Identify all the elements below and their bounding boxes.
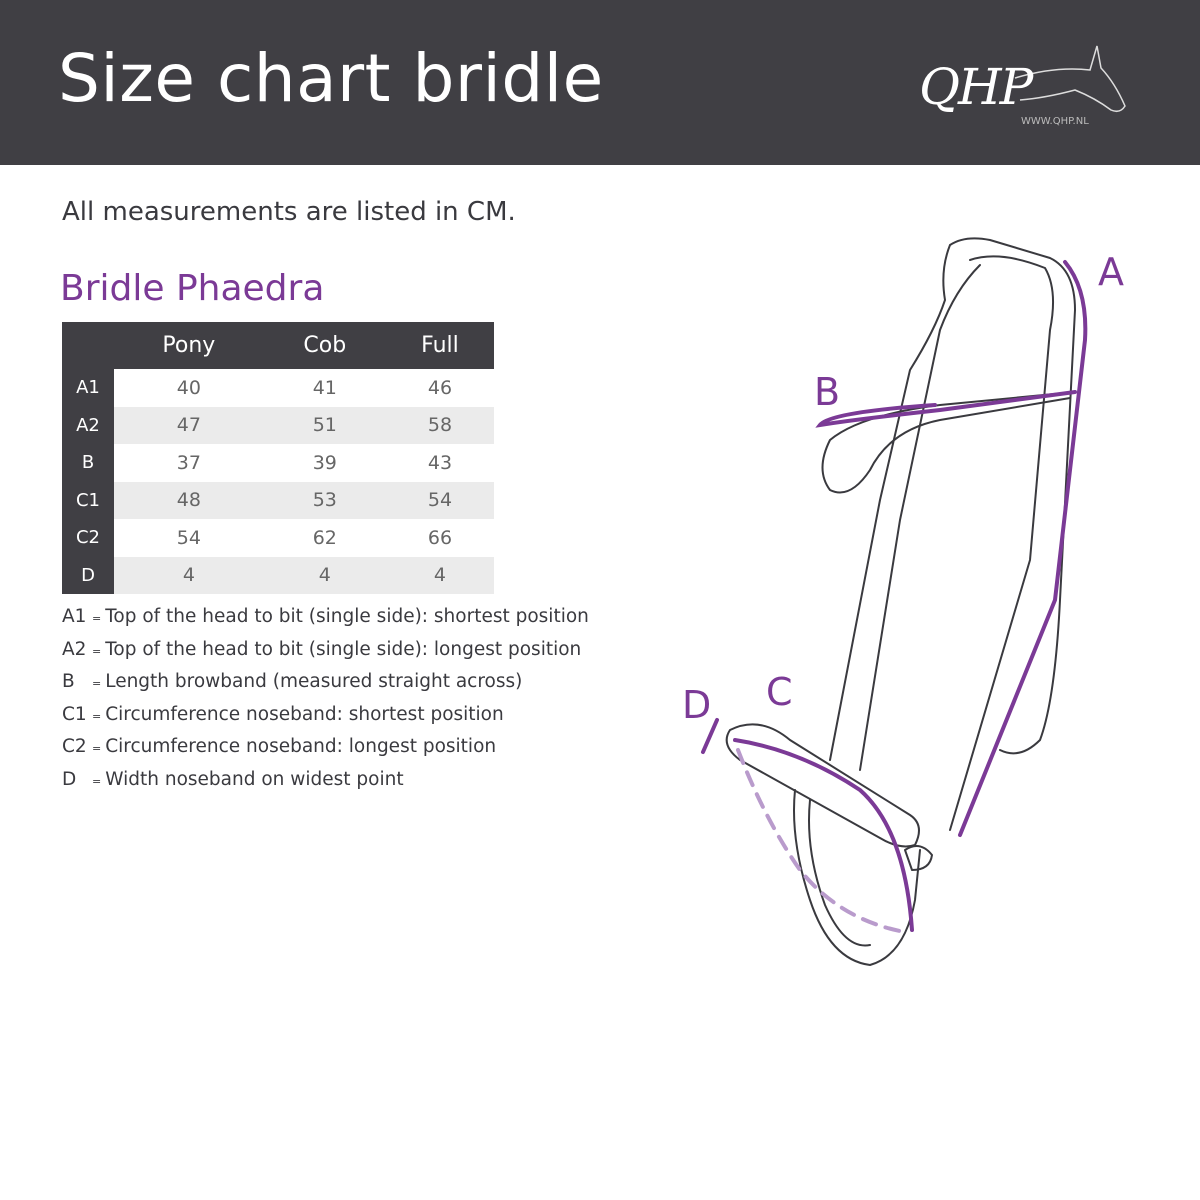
units-note: All measurements are listed in CM.: [62, 197, 516, 227]
measure-b-line: [815, 390, 1077, 428]
cell: 46: [427, 376, 453, 399]
legend-key: A2: [62, 638, 87, 660]
cell: 43: [427, 451, 453, 474]
cell: 47: [114, 406, 264, 444]
row-label: C1: [62, 481, 114, 519]
cell: 41: [312, 376, 337, 399]
cell: 66: [427, 526, 453, 549]
horse-head-icon: [1014, 45, 1126, 113]
legend-key: C2: [62, 736, 87, 758]
cell: 54: [385, 481, 494, 519]
legend-key: B: [62, 671, 75, 693]
cell: 51: [263, 406, 386, 444]
product-title: Bridle Phaedra: [60, 268, 325, 309]
legend-item: C2=Circumference noseband: longest posit…: [62, 732, 589, 765]
table-header-row: Pony Cob Full: [62, 322, 494, 369]
cell: 4: [263, 556, 386, 594]
measure-c-dashed-line: [736, 748, 907, 934]
col-header: Full: [385, 322, 494, 369]
row-label: C2: [62, 519, 114, 557]
bridle-diagram: [701, 237, 1088, 966]
label-b: B: [814, 370, 841, 414]
cell: 40: [176, 376, 201, 399]
corner-cell: [62, 322, 114, 369]
cell: 54: [176, 526, 201, 549]
cell: 48: [114, 481, 264, 519]
legend-item: D=Width noseband on widest point: [62, 765, 589, 798]
legend-item: C1=Circumference noseband: shortest posi…: [62, 700, 589, 733]
qhp-logo: QHP WWW.QHP.NL: [915, 38, 1145, 138]
logo-text: QHP: [919, 58, 1033, 116]
row-label: D: [62, 556, 114, 594]
legend-item: A1=Top of the head to bit (single side):…: [62, 602, 589, 635]
legend-text: Width noseband on widest point: [105, 768, 404, 790]
ring-outline: [904, 845, 933, 871]
lower-strap-outline: [793, 789, 921, 966]
row-label: B: [62, 444, 114, 482]
cell: 62: [312, 526, 337, 549]
cell: 4: [385, 556, 494, 594]
legend-text: Top of the head to bit (single side): sh…: [105, 606, 589, 627]
cell: 53: [263, 481, 386, 519]
cheekpiece-outline: [859, 255, 1054, 831]
label-d: D: [682, 683, 712, 727]
label-a: A: [1098, 250, 1124, 294]
cell: 58: [385, 406, 494, 444]
header-banner: Size chart bridle QHP WWW.QHP.NL: [0, 0, 1200, 165]
row-label: A2: [62, 406, 114, 444]
row-label: A1: [62, 369, 114, 407]
table-row: B 37 39 43: [62, 444, 494, 482]
measure-a-line: [958, 260, 1088, 837]
legend-item: B=Length browband (measured straight acr…: [62, 667, 589, 700]
page-title: Size chart bridle: [58, 40, 604, 117]
legend-item: A2=Top of the head to bit (single side):…: [62, 635, 589, 668]
cell: 37: [176, 451, 201, 474]
legend-text: Circumference noseband: shortest positio…: [105, 703, 504, 725]
legend-key: D: [62, 768, 77, 790]
legend: A1=Top of the head to bit (single side):…: [62, 602, 589, 798]
table-row: C2 54 62 66: [62, 519, 494, 557]
table-row: A1 40 41 46: [62, 369, 494, 407]
col-header: Cob: [263, 322, 386, 369]
cell: 4: [114, 556, 264, 594]
legend-text: Circumference noseband: longest position: [105, 736, 497, 758]
cell: 39: [312, 451, 337, 474]
label-c: C: [766, 670, 793, 714]
legend-text: Top of the head to bit (single side): lo…: [105, 638, 582, 660]
logo-url: WWW.QHP.NL: [1021, 116, 1089, 127]
measure-d-line: [701, 718, 719, 754]
noseband-outline: [725, 723, 920, 848]
headpiece-outline: [829, 237, 1076, 761]
legend-key: A1: [62, 606, 87, 627]
measure-c-line: [733, 738, 914, 932]
legend-text: Length browband (measured straight acros…: [105, 671, 523, 693]
col-header: Pony: [114, 322, 264, 369]
legend-key: C1: [62, 703, 87, 725]
